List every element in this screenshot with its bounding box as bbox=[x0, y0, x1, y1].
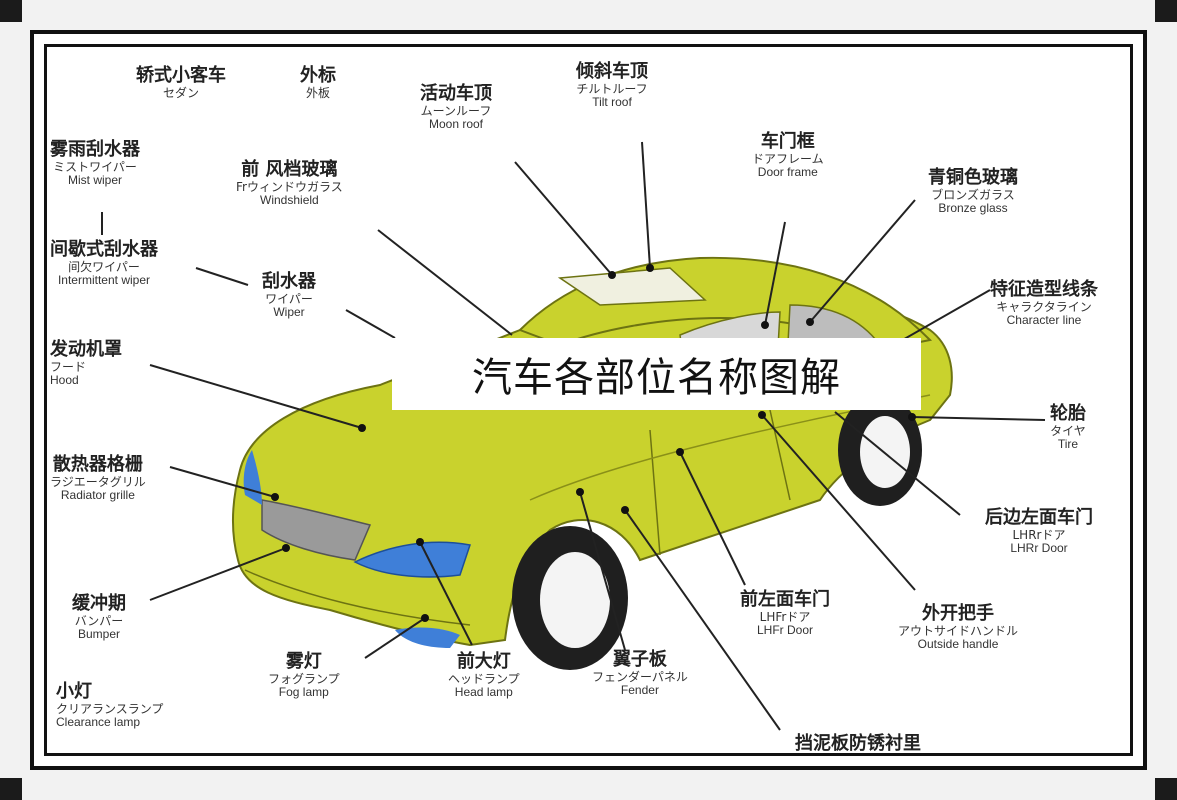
label-tilt-roof: 倾斜车顶 チルトルーフ Tilt roof bbox=[576, 61, 648, 110]
label-wiper: 刮水器 ワイパー Wiper bbox=[262, 271, 316, 320]
label-fender: 翼子板 フェンダーパネル Fender bbox=[592, 649, 688, 698]
label-exterior: 外标 外板 bbox=[300, 65, 336, 100]
label-outside-handle: 外开把手 アウトサイドハンドル Outside handle bbox=[898, 603, 1019, 652]
leader-dots bbox=[271, 264, 916, 622]
label-moon-roof: 活动车顶 ムーンルーフ Moon roof bbox=[420, 83, 492, 132]
title-banner: 汽车各部位名称图解 bbox=[392, 338, 921, 410]
corner-top-left bbox=[0, 0, 22, 22]
corner-top-right bbox=[1155, 0, 1177, 22]
label-character-line: 特征造型线条 キャラクタライン Character line bbox=[990, 279, 1098, 328]
label-fog-lamp: 雾灯 フォグランプ Fog lamp bbox=[268, 651, 340, 700]
label-mudguard: 挡泥板防锈衬里 bbox=[795, 733, 921, 754]
grille bbox=[261, 499, 372, 561]
label-intermittent-wiper: 间歇式刮水器 间欠ワイパー Intermittent wiper bbox=[50, 239, 158, 288]
label-door-frame: 车门框 ドアフレーム Door frame bbox=[752, 131, 824, 180]
fog-lamp-shape bbox=[395, 627, 460, 648]
label-clearance-lamp: 小灯 クリアランスランプ Clearance lamp bbox=[56, 681, 164, 730]
label-tire: 轮胎 タイヤ Tire bbox=[1050, 403, 1086, 452]
label-front-door: 前左面车门 LHFrドア LHFr Door bbox=[740, 589, 830, 638]
label-bronze-glass: 青铜色玻璃 ブロンズガラス Bronze glass bbox=[928, 167, 1018, 216]
label-head-lamp: 前大灯 ヘッドランプ Head lamp bbox=[448, 651, 520, 700]
label-radiator-grille: 散热器格栅 ラジエータグリル Radiator grille bbox=[50, 454, 146, 503]
car-illustration bbox=[231, 256, 953, 670]
leader-lines bbox=[101, 141, 1046, 731]
label-windshield: 前 风档玻璃 Frウィンドウガラス Windshield bbox=[236, 159, 343, 208]
label-sedan: 轿式小客车 セダン bbox=[136, 65, 226, 100]
headlamp-shape bbox=[353, 541, 471, 578]
sunroof bbox=[557, 267, 707, 306]
corner-bottom-right bbox=[1155, 778, 1177, 800]
label-hood: 发动机罩 フード Hood bbox=[50, 339, 122, 388]
label-bumper: 缓冲期 バンパー Bumper bbox=[72, 593, 126, 642]
label-mist-wiper: 雾雨刮水器 ミストワイパー Mist wiper bbox=[50, 139, 140, 188]
corner-bottom-left bbox=[0, 778, 22, 800]
label-rear-door: 后边左面车门 LHRrドア LHRr Door bbox=[985, 507, 1093, 556]
page-title: 汽车各部位名称图解 bbox=[472, 355, 841, 401]
